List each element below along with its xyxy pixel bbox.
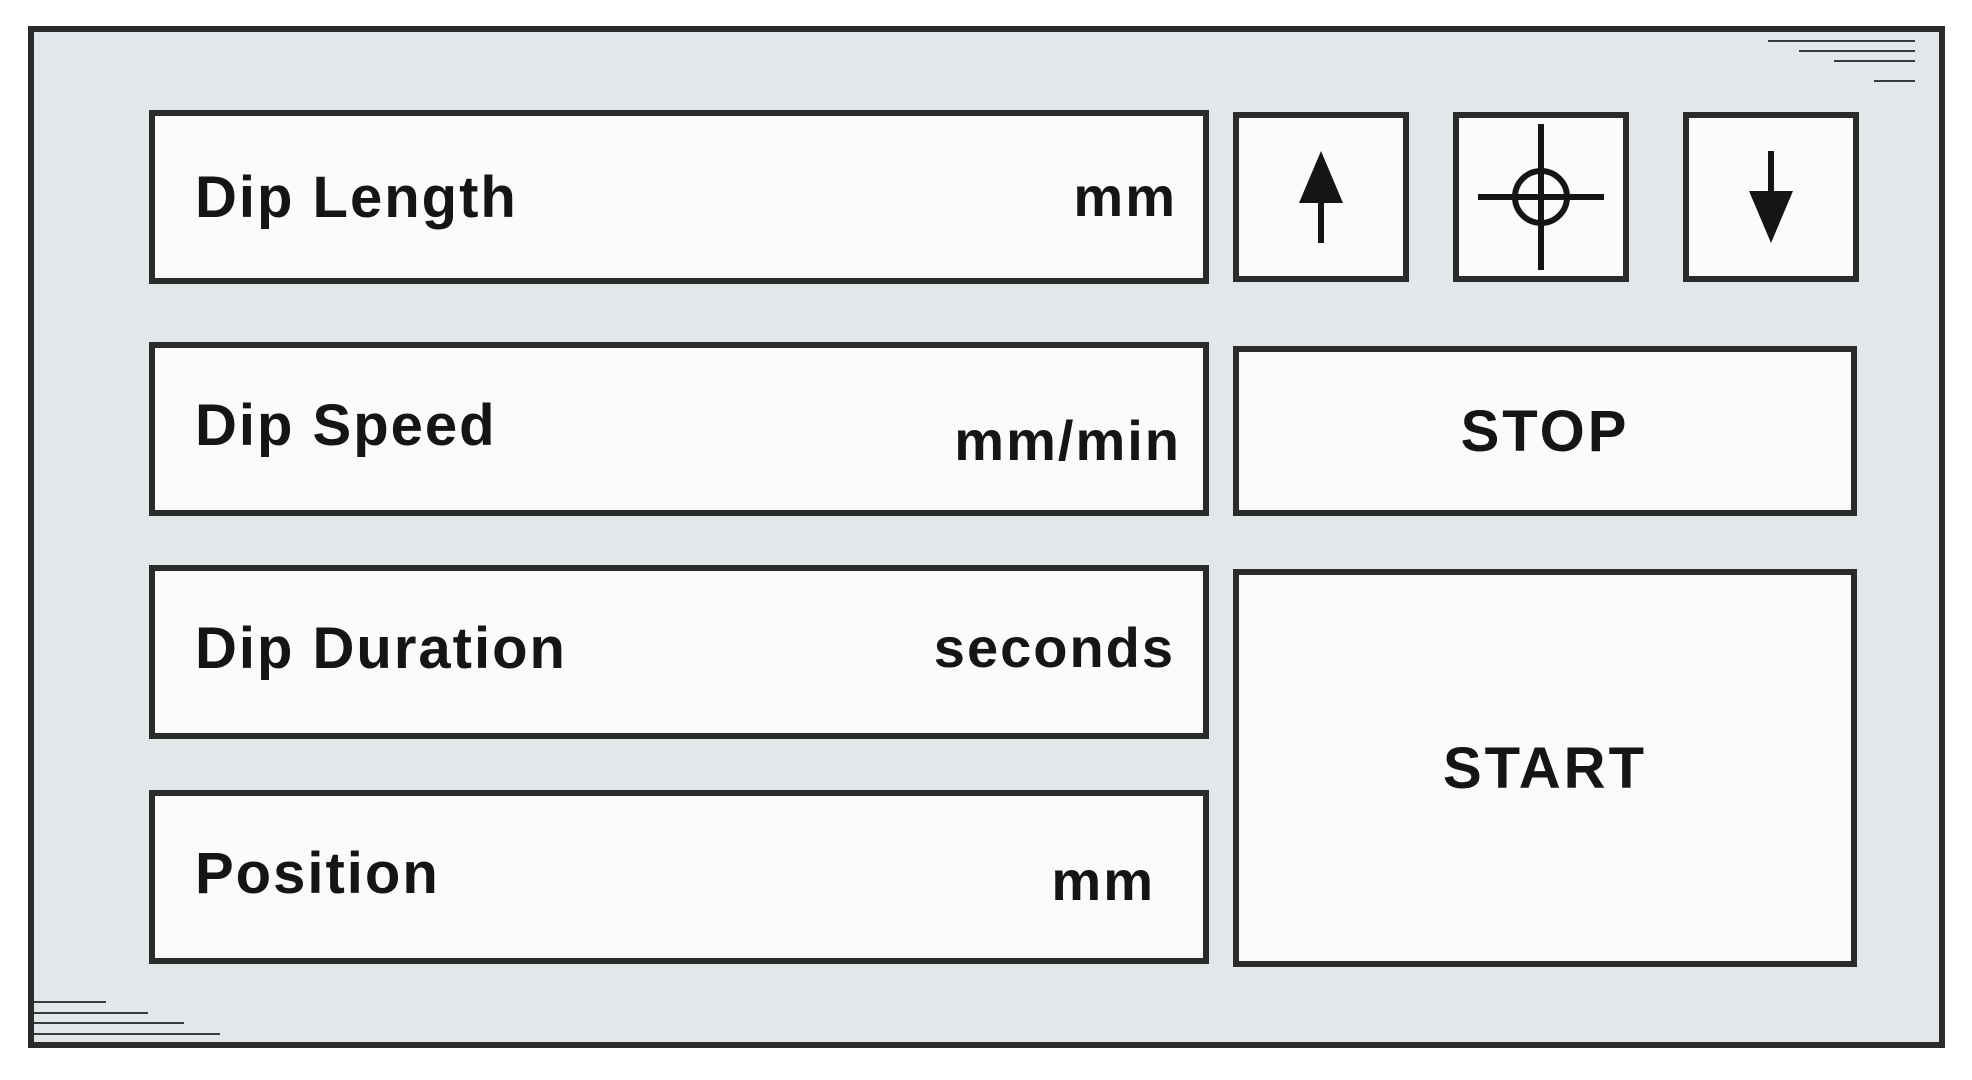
move-up-button[interactable] [1233,112,1409,282]
position-label: Position [195,841,440,906]
corner-decoration-line [1834,60,1915,62]
arrow-down-icon [1741,147,1801,247]
dip-length-label: Dip Length [195,165,518,230]
position-unit: mm [1051,849,1155,912]
crosshair-icon [1476,122,1606,272]
arrow-up-icon [1291,147,1351,247]
dip-length-unit: mm [1073,165,1177,228]
dip-duration-label: Dip Duration [195,616,567,681]
dip-speed-field[interactable]: Dip Speed mm/min [149,342,1209,516]
home-position-button[interactable] [1453,112,1629,282]
dip-speed-unit: mm/min [954,409,1181,472]
corner-decoration-line [1874,80,1915,82]
dip-duration-field[interactable]: Dip Duration seconds [149,565,1209,739]
corner-decoration-line [1768,40,1915,42]
corner-decoration-line [34,1001,106,1003]
stop-button[interactable]: STOP [1233,346,1857,516]
control-panel: Dip Length mm Dip Speed mm/min Dip Durat… [28,26,1945,1048]
corner-decoration-line [1799,50,1915,52]
dip-duration-unit: seconds [933,616,1175,679]
start-button-label: START [1442,735,1647,801]
corner-decoration-line [34,1022,184,1024]
corner-decoration-line [34,1033,220,1035]
dip-length-field[interactable]: Dip Length mm [149,110,1209,284]
stop-button-label: STOP [1460,398,1630,464]
move-down-button[interactable] [1683,112,1859,282]
position-field[interactable]: Position mm [149,790,1209,964]
dip-speed-label: Dip Speed [195,393,497,458]
start-button[interactable]: START [1233,569,1857,967]
corner-decoration-line [34,1012,148,1014]
